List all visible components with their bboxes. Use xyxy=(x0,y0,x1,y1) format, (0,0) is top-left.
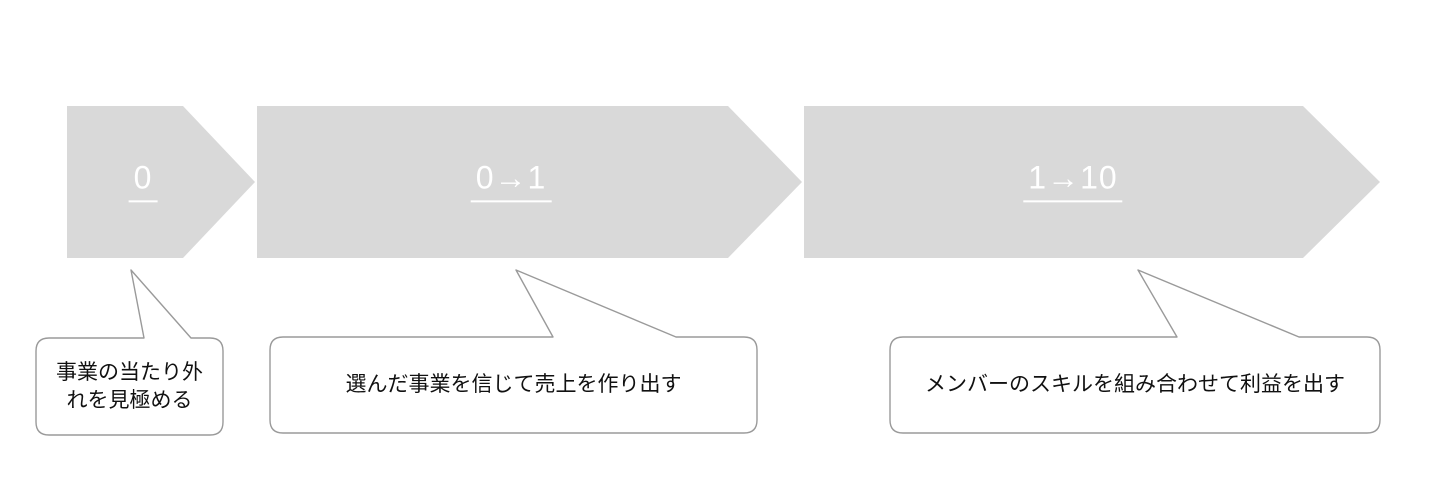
stage-label-2: 1→10 xyxy=(1023,159,1123,203)
callout-text-1: 選んだ事業を信じて売上を作り出す xyxy=(270,337,757,433)
stage-label-1: 0→1 xyxy=(470,159,552,203)
stage-arrow-1 xyxy=(257,106,802,258)
stage-label-1-text: 0→1 xyxy=(470,159,552,203)
callout-text-2-value: メンバーのスキルを組み合わせて利益を出す xyxy=(925,373,1345,397)
callout-text-0-value: 事業の当たり外れを見極める xyxy=(56,360,203,412)
callout-bubble-1 xyxy=(269,269,758,434)
stage-label-0: 0 xyxy=(128,159,158,203)
stage-label-0-text: 0 xyxy=(128,159,158,203)
callout-text-1-value: 選んだ事業を信じて売上を作り出す xyxy=(345,373,682,397)
stage-label-2-text: 1→10 xyxy=(1023,159,1123,203)
callout-bubble-0 xyxy=(35,269,224,436)
stage-arrow-2 xyxy=(804,106,1380,258)
callout-text-2: メンバーのスキルを組み合わせて利益を出す xyxy=(890,337,1380,433)
stage-arrow-0 xyxy=(67,106,255,258)
callout-text-0: 事業の当たり外れを見極める xyxy=(36,338,223,435)
callout-bubble-2 xyxy=(889,269,1381,434)
